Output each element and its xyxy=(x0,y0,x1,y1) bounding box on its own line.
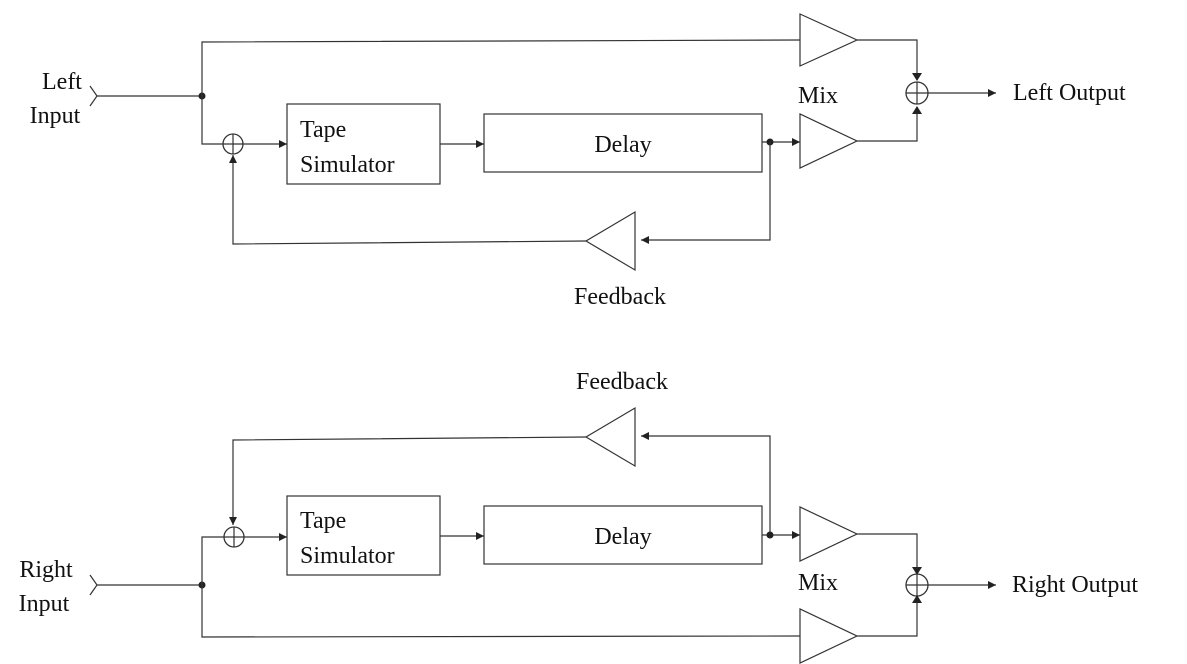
right-delay-arrow-icon xyxy=(476,532,484,540)
right-delay-split-dot xyxy=(766,531,774,539)
left-output-label: Left Output xyxy=(1013,80,1126,106)
left-delay-arrow-icon xyxy=(476,140,484,148)
right-dry-mix-amp xyxy=(799,608,859,664)
left-feedback-sum-arrow-icon xyxy=(229,155,237,163)
left-dry-wire xyxy=(201,39,801,96)
right-feedback-arrow-icon xyxy=(641,432,649,440)
left-tape-arrow-icon xyxy=(279,140,287,148)
right-output-label: Right Output xyxy=(1012,572,1138,598)
right-feedback-amp xyxy=(584,406,636,468)
left-tape-simulator-label-line2: Simulator xyxy=(300,152,395,178)
right-wet-wire xyxy=(201,536,224,585)
left-feedback-arrow-icon xyxy=(641,236,649,244)
right-feedback-label: Feedback xyxy=(576,369,668,395)
right-channel: Feedback Tape Simulator Delay Mix R xyxy=(19,369,1138,664)
left-dry-arrow-icon xyxy=(912,73,922,81)
left-feedback-wire-in xyxy=(641,142,771,241)
right-dry-out-wire xyxy=(857,597,918,637)
left-wet-arrow-icon xyxy=(792,138,800,146)
left-feedback-wire-out xyxy=(232,155,587,245)
right-input-port-icon xyxy=(89,574,98,596)
right-tape-arrow-icon xyxy=(279,533,287,541)
left-mix-label: Mix xyxy=(798,83,838,109)
left-wet-wire xyxy=(201,96,223,145)
left-input-port-icon xyxy=(89,85,98,107)
left-feedback-amp xyxy=(584,210,636,272)
left-wet-arrow-up-icon xyxy=(912,106,922,114)
left-output-arrow-icon xyxy=(988,89,996,97)
right-dry-arrow-icon xyxy=(912,595,922,603)
right-output-arrow-icon xyxy=(988,581,996,589)
right-feedback-sum-arrow-icon xyxy=(229,517,237,525)
right-mix-label: Mix xyxy=(798,570,838,596)
right-input-label-line1: Right xyxy=(19,557,73,583)
right-input-label-line2: Input xyxy=(19,591,70,617)
left-dry-out-wire xyxy=(857,39,918,80)
left-channel: Left Input Tape Simulator Delay xyxy=(30,13,1126,310)
right-feedback-wire-in xyxy=(641,435,771,535)
right-wet-out-wire xyxy=(857,533,918,574)
right-feedback-wire-out xyxy=(232,436,587,525)
left-input-label-line1: Left xyxy=(42,69,82,95)
right-wet-mix-amp xyxy=(799,506,859,562)
left-delay-label: Delay xyxy=(594,132,651,158)
left-delay-block xyxy=(483,113,763,173)
left-input-label-line2: Input xyxy=(30,103,81,129)
right-wet-arrow-down-icon xyxy=(912,567,922,575)
left-feedback-label: Feedback xyxy=(574,284,666,310)
left-dry-mix-amp xyxy=(799,13,859,67)
left-tape-simulator-block xyxy=(286,103,441,185)
right-tape-simulator-block xyxy=(286,495,441,576)
right-tape-simulator-label-line2: Simulator xyxy=(300,543,395,569)
right-delay-label: Delay xyxy=(594,524,651,550)
left-wet-out-wire xyxy=(857,108,918,142)
right-wet-arrow-icon xyxy=(792,531,800,539)
left-tape-simulator-label-line1: Tape xyxy=(300,117,346,143)
left-wet-mix-amp xyxy=(799,113,859,169)
right-tape-simulator-label-line1: Tape xyxy=(300,508,346,534)
right-dry-wire xyxy=(201,585,801,638)
